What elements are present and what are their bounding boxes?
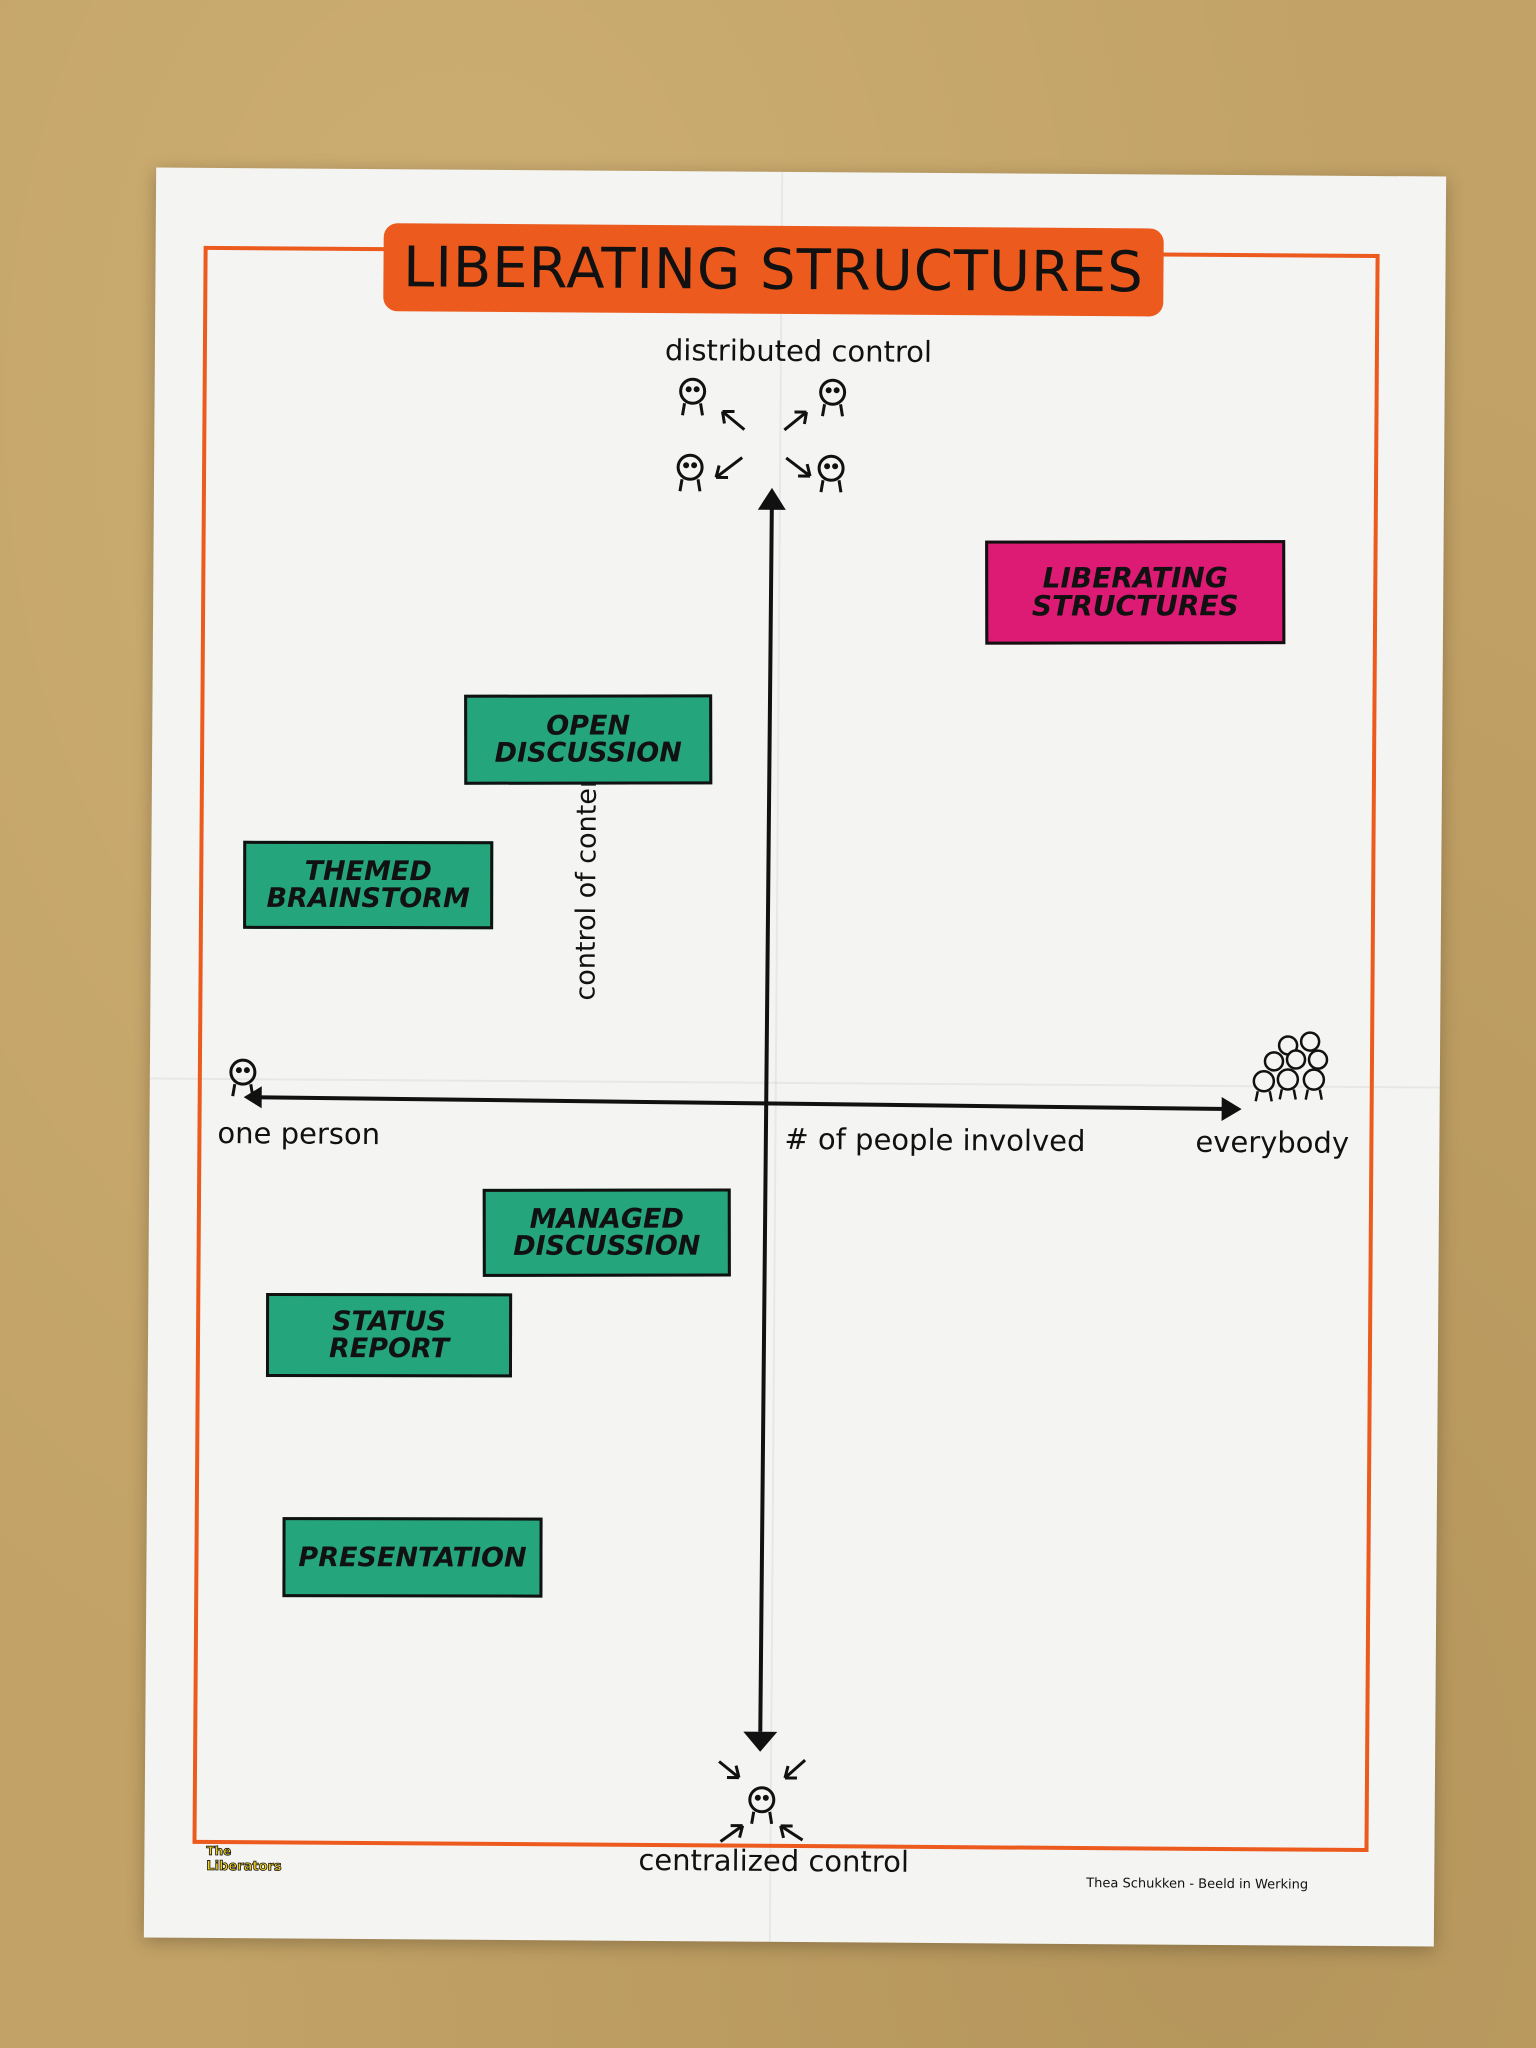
card-presentation: PRESENTATION (282, 1517, 543, 1598)
the-liberators-logo: The Liberators (206, 1844, 283, 1874)
card-open-discussion: OPEN DISCUSSION (464, 694, 713, 785)
distributed-control-icon (676, 377, 847, 493)
card-status-report: STATUS REPORT (265, 1292, 513, 1378)
card-managed-discussion: MANAGED DISCUSSION (482, 1188, 731, 1277)
one-person-icon (229, 1058, 257, 1097)
horizontal-axis (254, 1095, 1228, 1112)
svg-text:Liberators: Liberators (206, 1859, 282, 1874)
axis-label-centralized-control: centralized control (638, 1842, 910, 1879)
vertical-axis-arrow-up (757, 487, 786, 510)
axis-label-people-involved: # of people involved (784, 1121, 1086, 1159)
axis-label-distributed-control: distributed control (664, 333, 933, 369)
axis-label-one-person: one person (217, 1115, 381, 1152)
everybody-crowd-icon (1252, 1031, 1329, 1102)
card-themed-brainstorm: THEMED BRAINSTORM (243, 840, 494, 930)
svg-text:The: The (206, 1844, 231, 1858)
vertical-axis (758, 501, 774, 1732)
axes-diagram (229, 377, 1329, 1843)
artist-credit: Thea Schukken - Beeld in Werking (1086, 1876, 1309, 1893)
axis-label-everybody: everybody (1195, 1124, 1350, 1160)
poster: LIBERATING STRUCTURES (143, 167, 1447, 1947)
horizontal-axis-arrow-right (1221, 1096, 1242, 1121)
axis-label-control-of-content: control of content (570, 760, 604, 1001)
horizontal-axis-arrow-left (243, 1086, 262, 1109)
centralized-control-icon (718, 1758, 807, 1843)
vertical-axis-arrow-down (743, 1731, 778, 1752)
card-liberating-structures: LIBERATING STRUCTURES (985, 540, 1286, 645)
